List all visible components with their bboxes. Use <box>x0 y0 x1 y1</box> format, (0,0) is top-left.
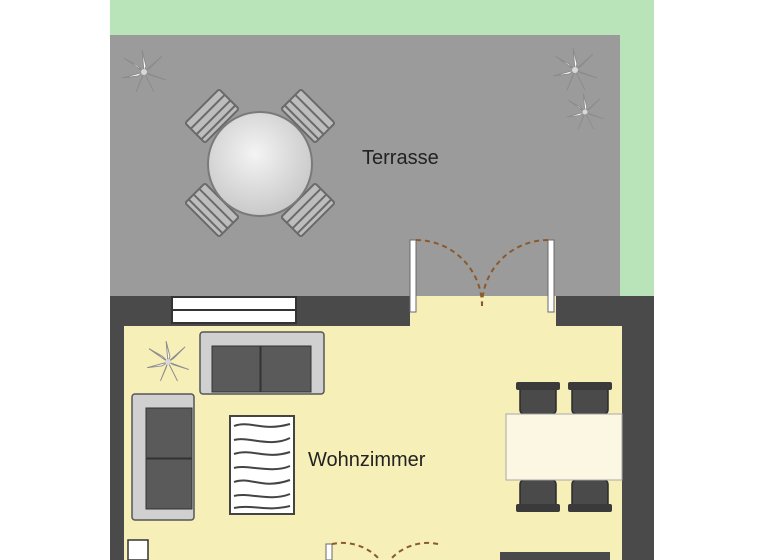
terrace-table-set <box>184 88 336 238</box>
table-icon <box>505 413 623 481</box>
wall-left <box>110 296 124 560</box>
chair-icon <box>516 479 560 512</box>
wall-element <box>500 552 610 560</box>
rug-icon <box>229 415 295 515</box>
terrace <box>110 35 620 297</box>
wall-top-right <box>556 296 654 326</box>
door-opening-floor <box>410 296 556 326</box>
door-icon <box>409 239 555 313</box>
window-icon <box>171 296 297 324</box>
dining-set <box>505 382 623 512</box>
wall-right <box>622 296 654 560</box>
sofa-icon <box>131 393 195 521</box>
fixture <box>127 539 149 560</box>
sofa-icon <box>199 331 325 395</box>
chair-icon <box>516 382 560 415</box>
room-label-living-room: Wohnzimmer <box>308 449 426 471</box>
chair-icon <box>568 382 612 415</box>
table-icon <box>207 111 313 217</box>
room-label-terrace: Terrasse <box>362 147 439 169</box>
chair-icon <box>568 479 612 512</box>
door-icon <box>325 541 439 560</box>
